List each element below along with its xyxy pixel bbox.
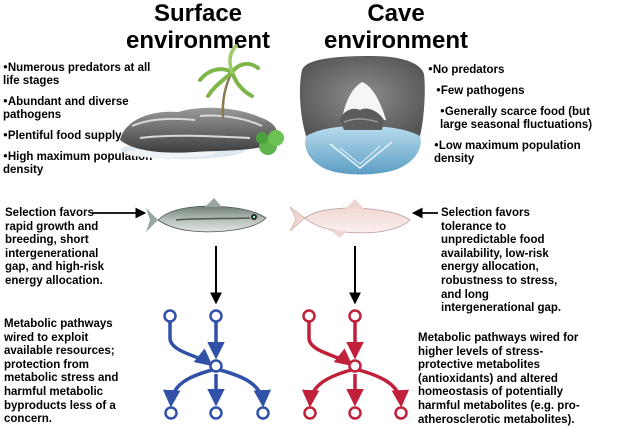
cave-selection-text: Selection favors tolerance to unpredicta… [441,207,562,315]
surface-island-illustration [120,44,284,159]
surface-node-input-2 [209,309,223,323]
surface-selection-text: Selection favors rapid growth and breedi… [5,207,105,287]
cave-environment-title: Cave environment [323,0,469,54]
surface-metabolic-network [162,309,272,420]
cave-node-hub [348,359,362,373]
surface-environment-title: Surface environment [125,0,271,54]
surface-node-output-2 [209,406,223,420]
surface-node-hub [209,359,223,373]
surface-node-input-1 [163,309,177,323]
cave-node-input-1 [302,309,316,323]
cave-node-input-2 [348,309,362,323]
surface-fish-icon [146,198,267,233]
cave-trait-pathogens: Few pathogens [436,83,617,98]
surface-node-output-1 [164,406,178,420]
cave-traits-list: No predators Few pathogens Generally sca… [428,62,617,172]
cave-fish-icon [289,199,411,238]
surface-trait-density: High maximum population density [3,149,163,177]
surface-trait-food: Plentiful food supply [3,128,163,143]
cave-node-output-2 [348,406,362,420]
cave-trait-density: Low maximum population density [434,138,617,166]
cave-node-output-1 [303,406,317,420]
cave-trait-predators: No predators [428,62,617,77]
surface-metabolic-text: Metabolic pathways wired to exploit avai… [4,318,119,426]
surface-node-output-3 [256,406,270,420]
cave-node-output-3 [394,406,408,420]
surface-trait-pathogens: Abundant and diverse pathogens [3,94,163,122]
cave-metabolic-network [301,309,410,420]
cave-trait-food: Generally scarce food (but large seasona… [440,104,617,132]
surface-trait-predators: Numerous predators at all life stages [3,60,163,88]
cave-metabolic-text: Metabolic pathways wired for higher leve… [418,332,580,426]
cave-illustration [299,56,425,175]
surface-traits-list: Numerous predators at all life stages Ab… [3,60,163,183]
